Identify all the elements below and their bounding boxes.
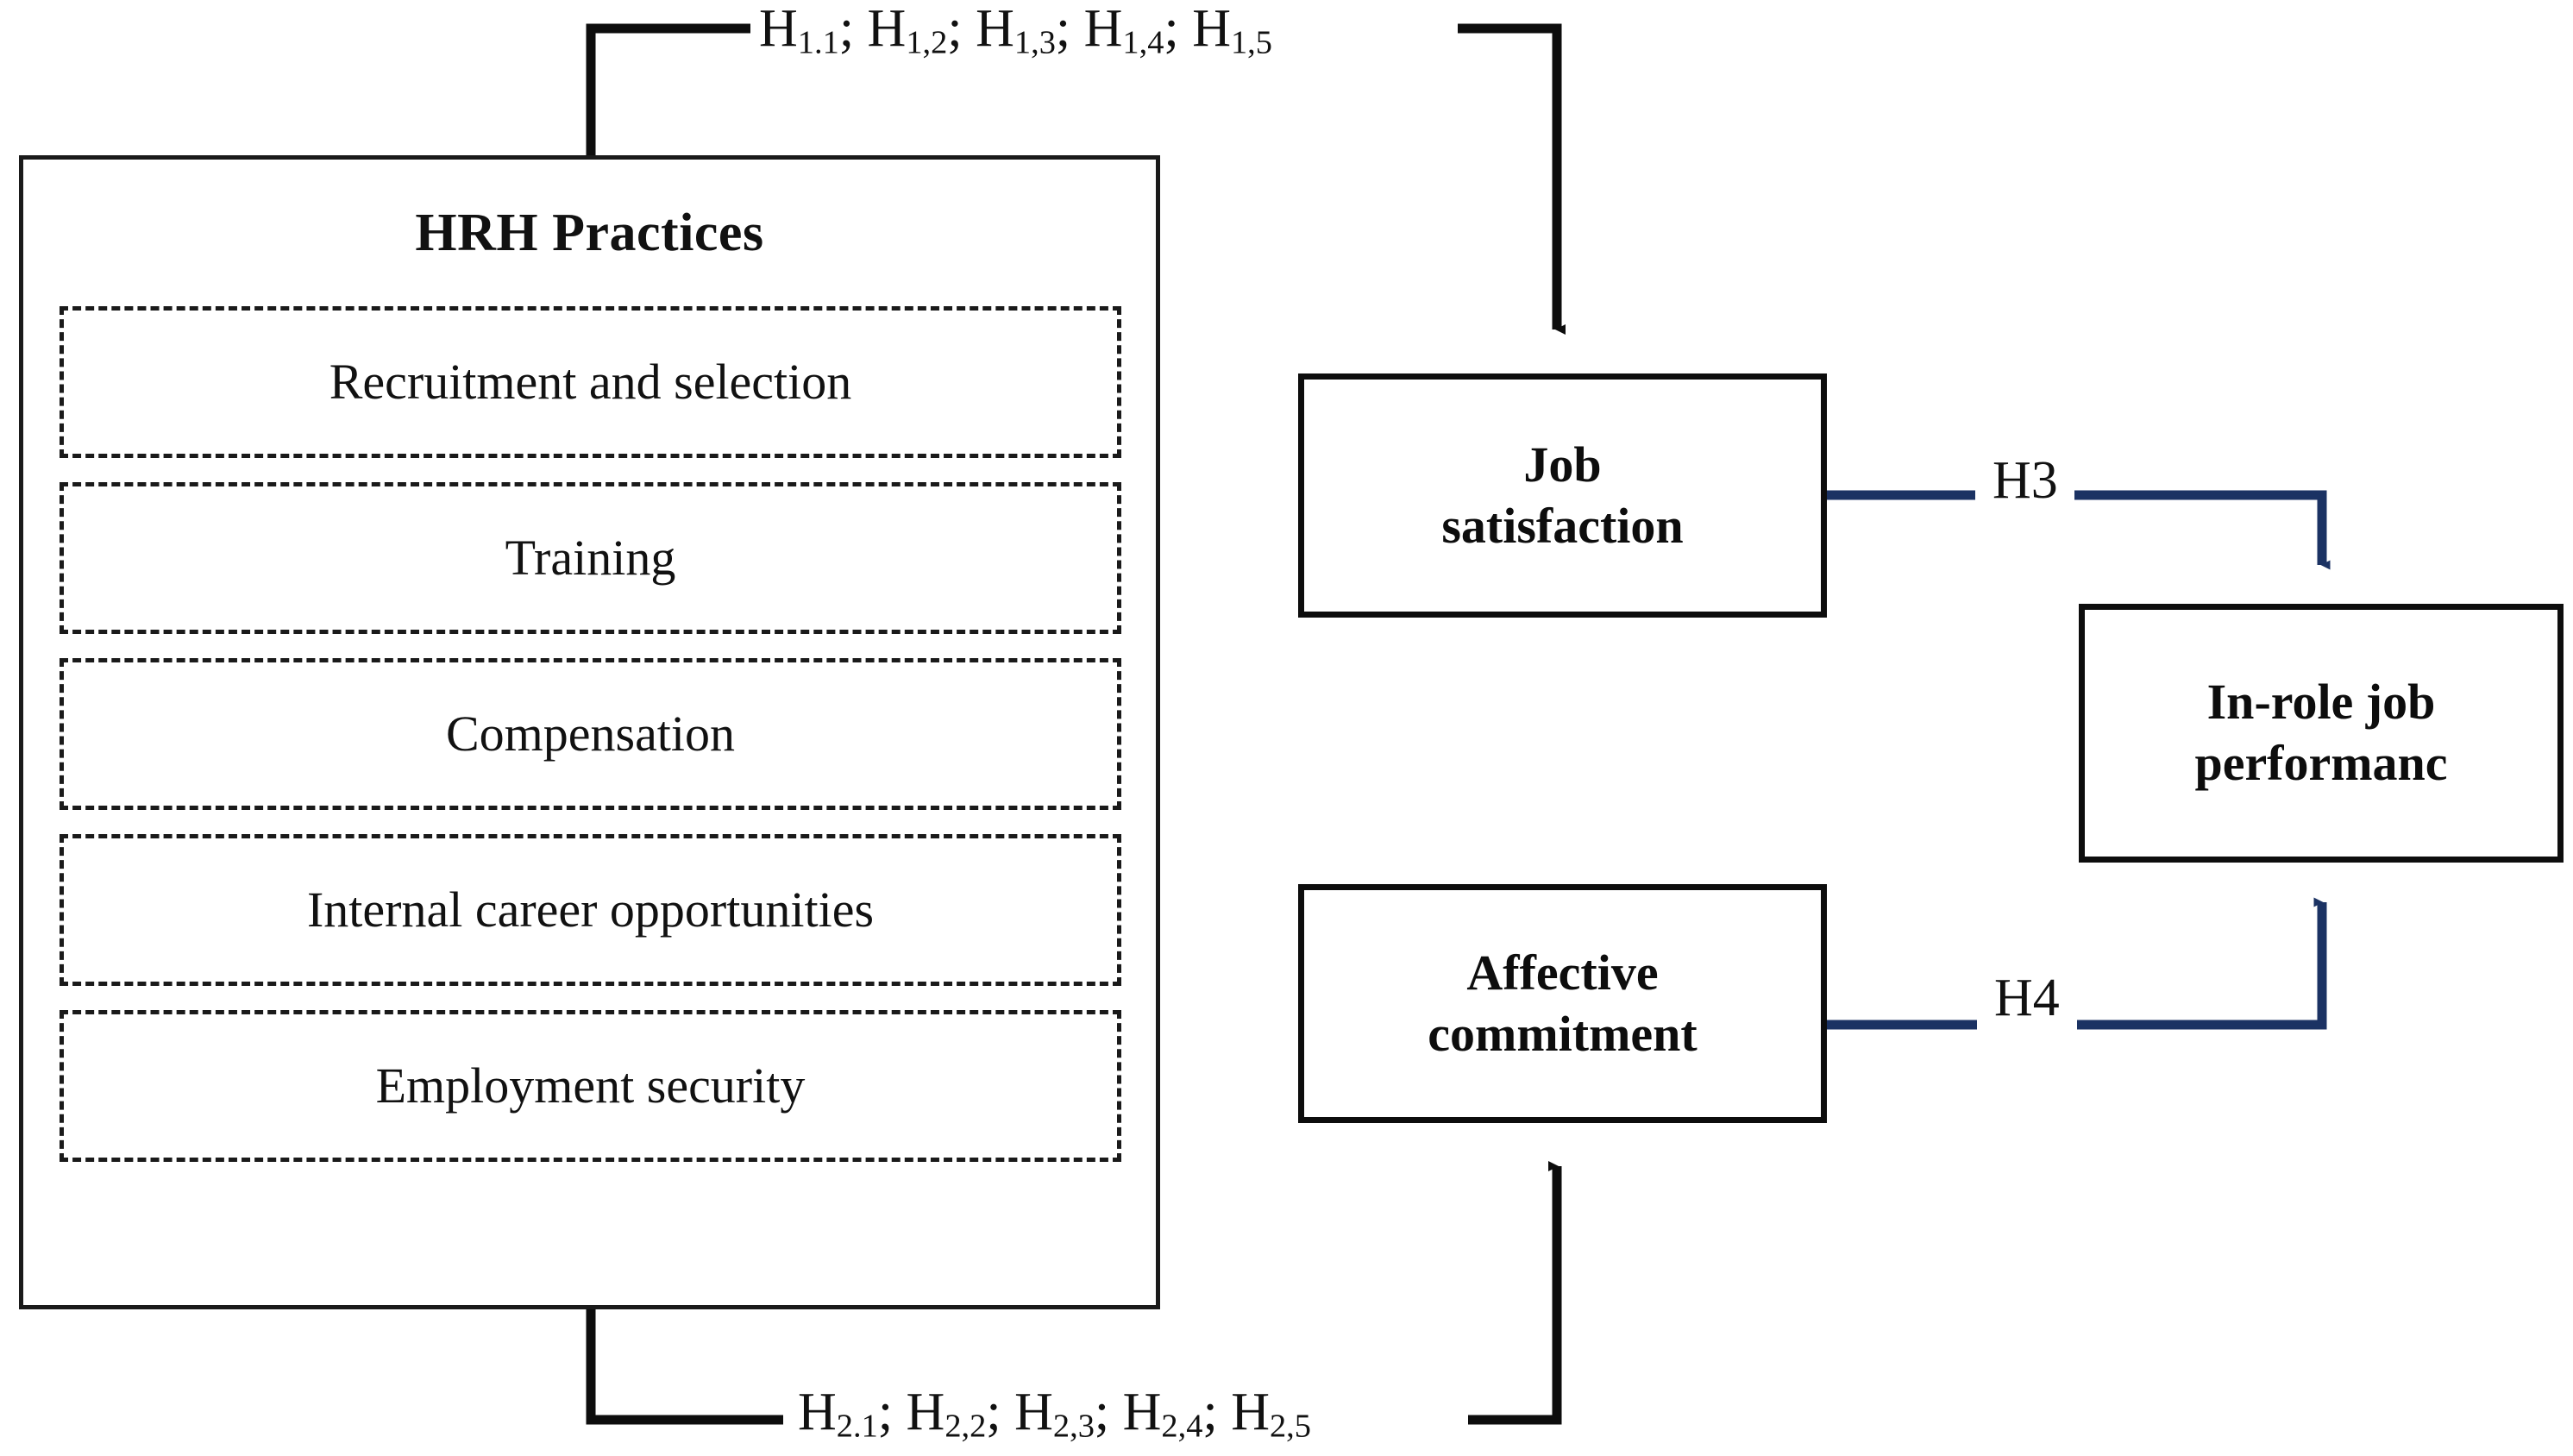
node-line-1: Affective bbox=[1466, 944, 1659, 1001]
hrh-practice-list: Recruitment and selection Training Compe… bbox=[60, 306, 1121, 1162]
practice-label: Internal career opportunities bbox=[306, 882, 875, 938]
node-line-2: performanc bbox=[2194, 735, 2448, 791]
node-line-2: commitment bbox=[1428, 1005, 1698, 1062]
edge-label-h4: H4 bbox=[1994, 969, 2060, 1027]
practice-label: Employment security bbox=[375, 1057, 806, 1114]
edge-label-h2: H2.1; H2,2; H2,3; H2,4; H2,5 bbox=[798, 1383, 1311, 1445]
practice-item-internal-career-opportunities[interactable]: Internal career opportunities bbox=[60, 834, 1121, 986]
practice-label: Training bbox=[505, 530, 676, 586]
node-affective-commitment-label: Affective commitment bbox=[1419, 943, 1705, 1065]
node-job-satisfaction[interactable]: Job satisfaction bbox=[1298, 373, 1827, 618]
node-affective-commitment[interactable]: Affective commitment bbox=[1298, 884, 1827, 1123]
node-line-1: Job bbox=[1523, 436, 1602, 493]
node-line-2: satisfaction bbox=[1441, 497, 1684, 554]
edge-label-h3: H3 bbox=[1993, 451, 2058, 510]
node-in-role-job-performance-label: In-role job performanc bbox=[2186, 672, 2456, 794]
practice-item-employment-security[interactable]: Employment security bbox=[60, 1010, 1121, 1162]
edge-h3-connector bbox=[1827, 490, 2331, 570]
node-line-1: In-role job bbox=[2206, 674, 2436, 731]
practice-label: Compensation bbox=[445, 706, 736, 762]
edge-h4-connector bbox=[1827, 897, 2327, 1030]
practice-item-training[interactable]: Training bbox=[60, 482, 1121, 634]
practice-item-recruitment-and-selection[interactable]: Recruitment and selection bbox=[60, 306, 1121, 458]
node-job-satisfaction-label: Job satisfaction bbox=[1433, 435, 1691, 557]
hrh-practices-title: HRH Practices bbox=[415, 204, 764, 262]
node-in-role-job-performance[interactable]: In-role job performanc bbox=[2079, 604, 2564, 863]
practice-item-compensation[interactable]: Compensation bbox=[60, 658, 1121, 810]
hrh-practices-box: HRH Practices Recruitment and selection … bbox=[19, 155, 1160, 1309]
edge-label-h1: H1.1; H1,2; H1,3; H1,4; H1,5 bbox=[759, 0, 1272, 61]
practice-label: Recruitment and selection bbox=[329, 354, 852, 410]
